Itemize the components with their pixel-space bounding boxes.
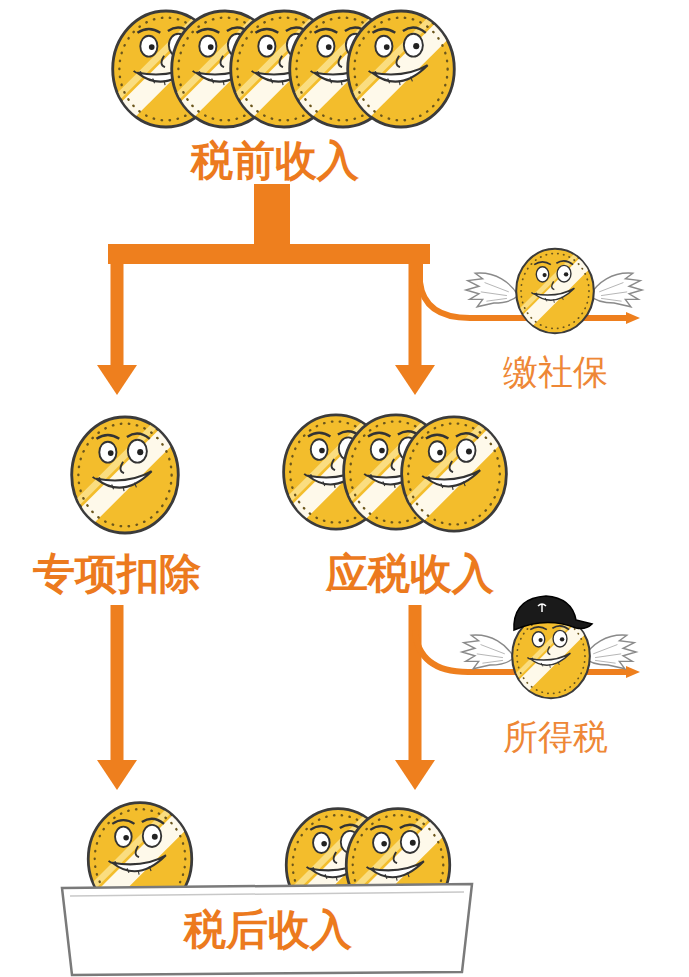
arrow-head	[626, 666, 640, 678]
arrow-head	[395, 760, 435, 790]
flow-line	[111, 605, 124, 760]
pretax-income-group: 税前收入	[100, 5, 450, 188]
coin-stack-pretax	[109, 11, 460, 128]
coin-stack-taxable	[280, 415, 512, 532]
arrow-head	[395, 365, 435, 395]
arrow-head	[626, 312, 640, 324]
flow-arrow	[272, 188, 435, 395]
arrow-head	[97, 760, 137, 790]
node-label: 应税收入	[326, 551, 494, 597]
node-label: 专项扣除	[33, 551, 201, 597]
trunk	[108, 184, 430, 264]
arrow-head	[97, 365, 137, 395]
aftertax-income-tray: 税后收入	[60, 790, 475, 975]
flow-line	[272, 188, 415, 365]
taxable-income-group: 应税收入	[290, 395, 530, 605]
node-label: 税后收入	[184, 907, 352, 953]
deduction-group: 专项扣除	[12, 395, 222, 605]
node-label: 缴社保	[503, 353, 608, 392]
flow-line	[117, 188, 272, 365]
flow-arrow	[97, 188, 272, 395]
coins-in-tray	[62, 803, 472, 975]
flying-coin-tax	[462, 596, 636, 699]
coin-deduction	[68, 417, 184, 534]
social-insurance-coin: 缴社保	[470, 240, 640, 395]
node-label: 所得税	[503, 718, 608, 757]
node-label: 税前收入	[191, 138, 359, 184]
flow-arrow	[97, 605, 137, 790]
income-tax-coin: 所得税	[470, 595, 640, 760]
flying-coin-social	[466, 249, 642, 334]
